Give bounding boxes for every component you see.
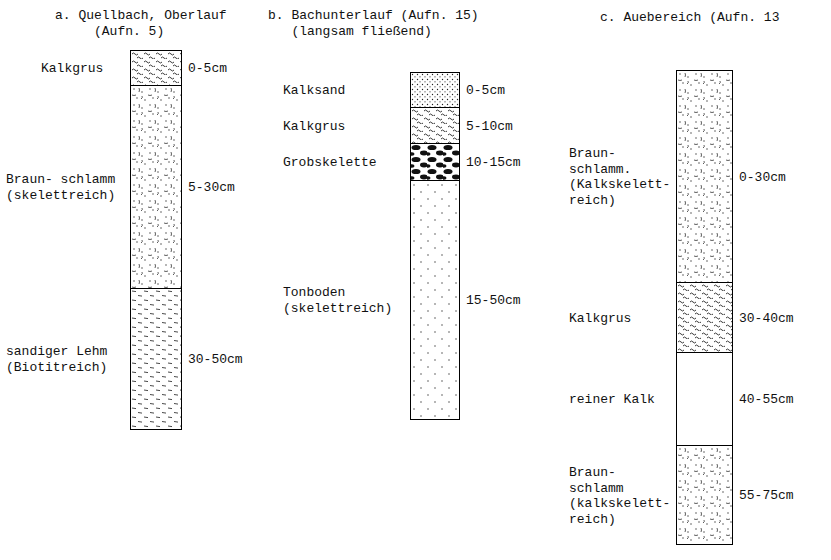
layer-name: Kalkgrus [283, 119, 361, 135]
layer-name: Braun- schlamm (skelettreich) [6, 172, 115, 203]
depth-range: 10-15cm [466, 155, 521, 171]
soil-layer: Kalkgrus0-5cm [130, 50, 182, 86]
layer-hatching [411, 181, 459, 419]
depth-range: 15-50cm [466, 293, 521, 309]
layer-name: Kalkgrus [569, 311, 670, 327]
soil-layer: Braun- schlamm (kalkskelett- reich)55-75… [676, 445, 733, 545]
column-title: a. Quellbach, Oberlauf (Aufn. 5) [55, 8, 273, 41]
layer-hatching [131, 289, 181, 429]
soil-layer: Braun- schlamm. (Kalkskelett- reich)0-30… [676, 70, 733, 283]
depth-range: 0-5cm [188, 61, 227, 77]
depth-range: 5-30cm [188, 180, 235, 196]
depth-range: 55-75cm [739, 488, 794, 504]
layer-hatching [677, 446, 732, 544]
soil-layer: Grobskelette10-15cm [410, 143, 460, 181]
layer-hatching [677, 283, 732, 352]
layer-hatching [677, 353, 732, 445]
depth-range: 0-5cm [466, 83, 505, 99]
layer-name: Kalkgrus [41, 61, 119, 77]
soil-layer: Braun- schlamm (skelettreich)5-30cm [130, 85, 182, 289]
layer-hatching [411, 73, 459, 107]
layer-name: sandiger Lehm (Biotitreich) [6, 344, 115, 375]
depth-range: 0-30cm [739, 170, 786, 186]
layer-hatching [131, 86, 181, 288]
depth-range: 30-50cm [188, 352, 243, 368]
soil-layer: reiner Kalk40-55cm [676, 352, 733, 446]
depth-range: 30-40cm [739, 311, 794, 327]
layer-name: Grobskelette [283, 155, 377, 171]
column-title: c. Auebereich (Aufn. 13 [600, 10, 779, 26]
layer-name: reiner Kalk [569, 392, 670, 408]
layer-name: Braun- schlamm. (Kalkskelett- reich) [569, 146, 670, 208]
layer-hatching [677, 71, 732, 282]
soil-layer: Tonboden (skelettreich)15-50cm [410, 180, 460, 420]
soil-layer: Kalkgrus5-10cm [410, 107, 460, 144]
column-title: b. Bachunterlauf (Aufn. 15) (langsam fli… [268, 8, 510, 41]
depth-range: 5-10cm [466, 119, 513, 135]
layer-hatching [411, 144, 459, 180]
layer-hatching [411, 108, 459, 143]
layer-name: Kalksand [283, 83, 361, 99]
layer-name: Tonboden (skelettreich) [283, 285, 392, 316]
depth-range: 40-55cm [739, 392, 794, 408]
soil-layer: Kalkgrus30-40cm [676, 282, 733, 353]
layer-hatching [131, 51, 181, 85]
soil-layer: sandiger Lehm (Biotitreich)30-50cm [130, 288, 182, 430]
layer-name: Braun- schlamm (kalkskelett- reich) [569, 465, 670, 527]
soil-layer: Kalksand0-5cm [410, 72, 460, 108]
